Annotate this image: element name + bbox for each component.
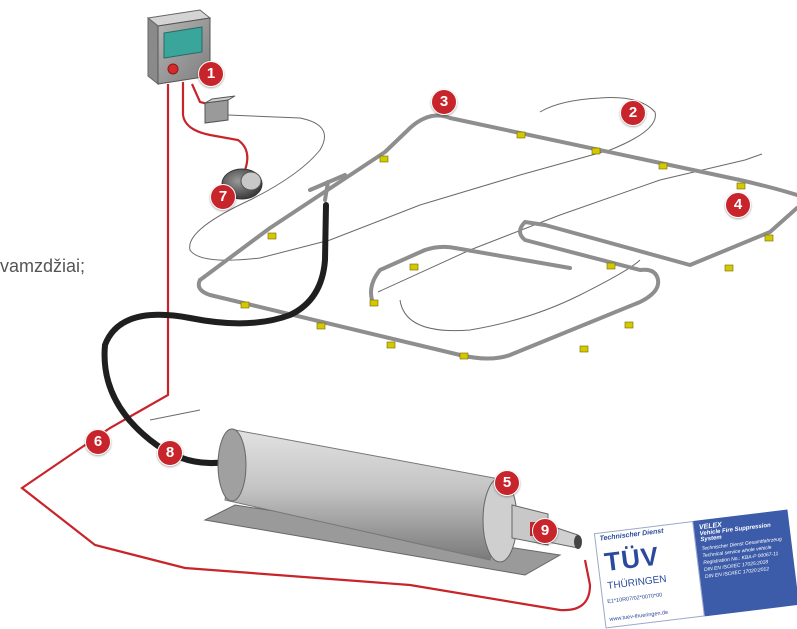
agent-cylinder <box>203 428 582 576</box>
cert-url: www.tuev-thueringen.de <box>609 609 669 623</box>
marker-3: 3 <box>431 89 457 115</box>
marker-8: 8 <box>157 440 183 466</box>
hose <box>101 202 329 467</box>
control-panel <box>146 9 212 86</box>
tuv-logo: Technischer Dienst TÜV THÜRINGEN E1*10R0… <box>593 521 705 629</box>
nozzles <box>240 131 774 360</box>
cert-brand-large: TÜV <box>602 540 661 578</box>
screen <box>163 26 203 59</box>
distribution-pipe <box>196 113 797 361</box>
marker-9: 9 <box>532 518 558 544</box>
marker-4: 4 <box>725 192 751 218</box>
cert-details: VELEX Vehicle Fire Suppression System Te… <box>693 509 797 617</box>
marker-6: 6 <box>85 429 111 455</box>
detection-wire <box>149 97 763 421</box>
alarm-button <box>167 63 179 75</box>
marker-7: 7 <box>210 184 236 210</box>
marker-1: 1 <box>198 61 224 87</box>
relay-box <box>204 95 236 124</box>
side-text: vamzdžiai; <box>0 256 86 276</box>
cert-code: E1*10R07/02*0070*00 <box>607 592 663 606</box>
marker-5: 5 <box>494 470 520 496</box>
marker-2: 2 <box>620 100 646 126</box>
